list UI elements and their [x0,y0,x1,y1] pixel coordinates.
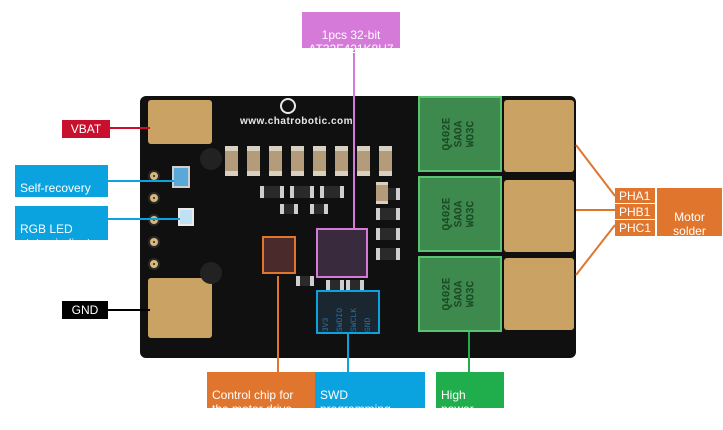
capacitor-9 [376,182,388,204]
through-hole-4 [148,236,160,248]
smd-part-11 [326,280,344,290]
mosfet-label: High power MOSFETs [436,372,504,430]
swd-pin-swclk: SWCLK [350,307,359,332]
self-recovery-label-text: Self-recovery insurance [20,181,91,209]
through-hole-5 [148,258,160,270]
control-chip-label-text: Control chip for the motor drive [212,388,294,416]
smd-part-9 [376,248,400,260]
swd-port-label-text: SWD programming port [320,388,391,430]
mosfet-1-marking: Q402E SAOA WO3C [441,117,478,151]
mosfet-1: Q402E SAOA WO3C [418,96,502,172]
motor-pad-label: Motor solder pad [656,188,722,252]
gnd-pad [148,278,212,338]
smd-part-12 [346,280,364,290]
swd-pin-gnd: GND [364,317,373,332]
mosfet-2: Q402E SAOA WO3C [418,176,502,252]
through-hole-3 [148,214,160,226]
capacitor-4 [291,146,304,176]
mcu-label-text: 1pcs 32-bit AT32F421K8U7 [308,28,394,56]
gnd-line [108,309,150,311]
phc1-label: PHC1 [615,220,655,236]
smd-part-7 [310,204,328,214]
capacitor-8 [379,146,392,176]
phb1-label: PHB1 [615,204,655,220]
motor-pad-label-text: Motor solder pad [673,210,706,252]
through-hole-2 [148,192,160,204]
pha1-label: PHA1 [615,188,655,204]
mounting-hole-bottom [200,262,222,284]
capacitor-6 [335,146,348,176]
fuse-component [172,166,190,188]
pha1-pad [504,100,574,172]
website-text: www.chatrobotic.com [240,116,354,127]
swd-port-label: SWD programming port [315,372,425,430]
swd-port: 3V3 SWDIO SWCLK GND [316,290,380,334]
mosfet-2-marking: Q402E SAOA WO3C [441,197,478,231]
smd-part-2 [290,186,314,198]
mounting-hole-top [200,148,222,170]
rgb-line [108,218,180,220]
capacitor-3 [269,146,282,176]
vbat-label-text: VBAT [70,122,102,136]
phc1-pad [504,258,574,330]
mosfet-label-text: High power MOSFETs [441,388,496,430]
capacitor-5 [313,146,326,176]
mcu-line [353,48,355,228]
mosfet-3: Q402E SAOA WO3C [418,256,502,332]
phc1-label-text: PHC1 [619,221,652,235]
vbat-line [110,127,150,129]
rgb-led-label-text: RGB LED status indicator [20,222,101,250]
phb1-label-text: PHB1 [619,205,651,219]
smd-part-8 [376,228,400,240]
esc-board: www.chatrobotic.com 3V3 SWDIO SWCLK GND [140,96,576,358]
swd-pin-3v3: 3V3 [322,317,331,332]
control-chip-label: Control chip for the motor drive [207,372,322,416]
smd-part-10 [296,276,314,286]
pha1-label-text: PHA1 [619,189,651,203]
smd-part-3 [320,186,344,198]
vbat-pad [148,100,212,144]
phb1-pad [504,180,574,252]
capacitor-7 [357,146,370,176]
robot-logo-icon [280,98,296,114]
mcu-label: 1pcs 32-bit AT32F421K8U7 [302,12,400,56]
capacitor-1 [225,146,238,176]
mosfet-3-marking: Q402E SAOA WO3C [441,277,478,311]
control-chip [262,236,296,274]
phc1-connector [575,224,616,276]
mcu-chip [316,228,368,278]
gnd-label-text: GND [71,303,99,317]
capacitor-2 [247,146,260,176]
rgb-led-component [178,208,194,226]
swd-line [347,334,349,372]
swd-pin-swdio: SWDIO [336,307,345,332]
pha1-connector [575,144,616,197]
gnd-label: GND [62,301,108,319]
smd-part-1 [260,186,284,198]
smd-part-6 [280,204,298,214]
mosfet-line [468,332,470,372]
rgb-led-label: RGB LED status indicator [15,206,108,250]
fuse-line [108,180,174,182]
smd-part-5 [376,208,400,220]
self-recovery-label: Self-recovery insurance [15,165,108,209]
control-chip-line [277,276,279,372]
vbat-label: VBAT [62,120,110,138]
